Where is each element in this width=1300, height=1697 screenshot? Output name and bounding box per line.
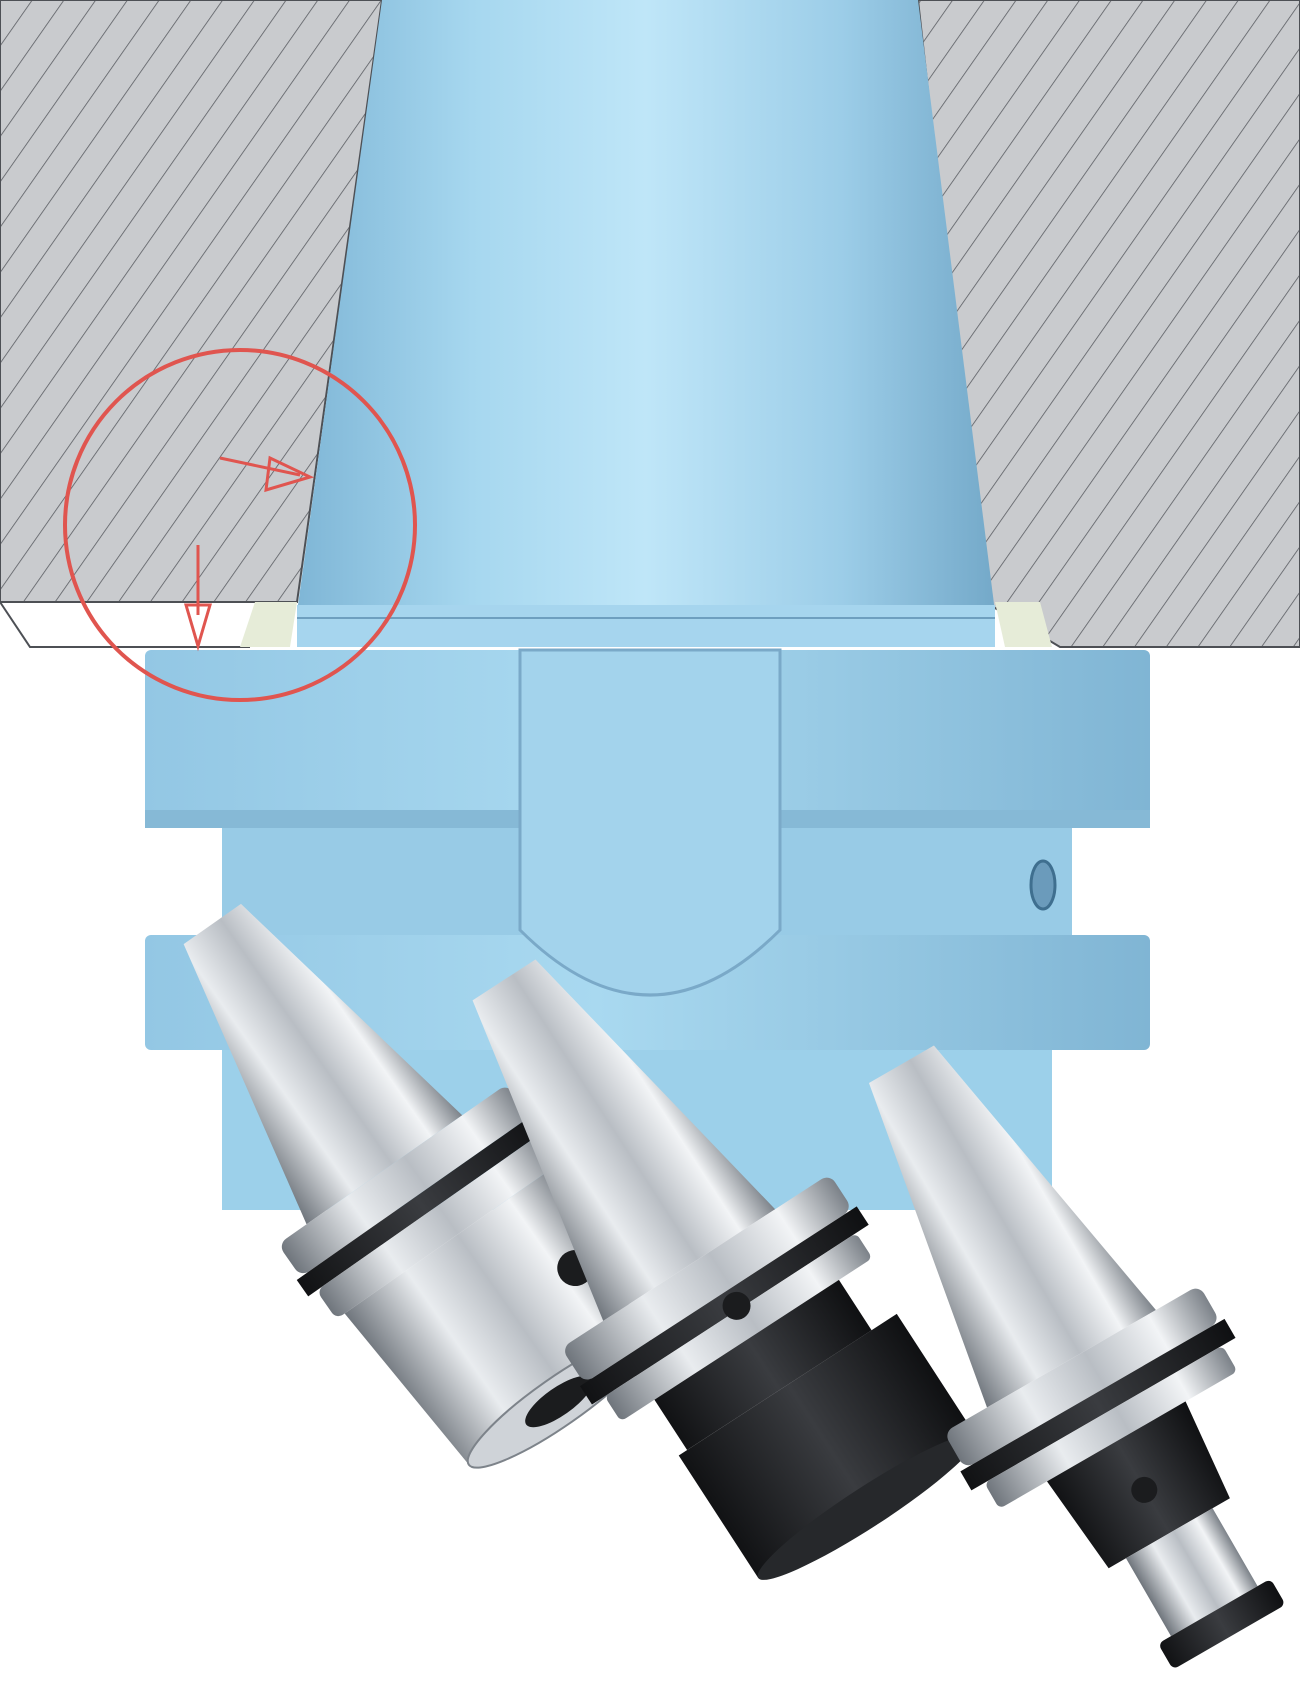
- contact-arrow-icon: [183, 545, 213, 652]
- orientation-hole: [1029, 859, 1057, 911]
- holder-taper: [297, 0, 995, 612]
- contact-ring-right: [995, 602, 1052, 647]
- contact-arrow-icon: [219, 455, 315, 493]
- spindle-cross-section-icon: [0, 0, 1300, 648]
- contact-detail-circle-icon: [63, 348, 417, 702]
- spindle-left-section: [0, 0, 384, 603]
- steep-taper-tool-holder-icon: [472, 959, 977, 1580]
- contact-ring-left: [240, 602, 297, 647]
- steep-taper-tool-holder-icon: [868, 1045, 1284, 1668]
- drive-slot: [518, 648, 782, 997]
